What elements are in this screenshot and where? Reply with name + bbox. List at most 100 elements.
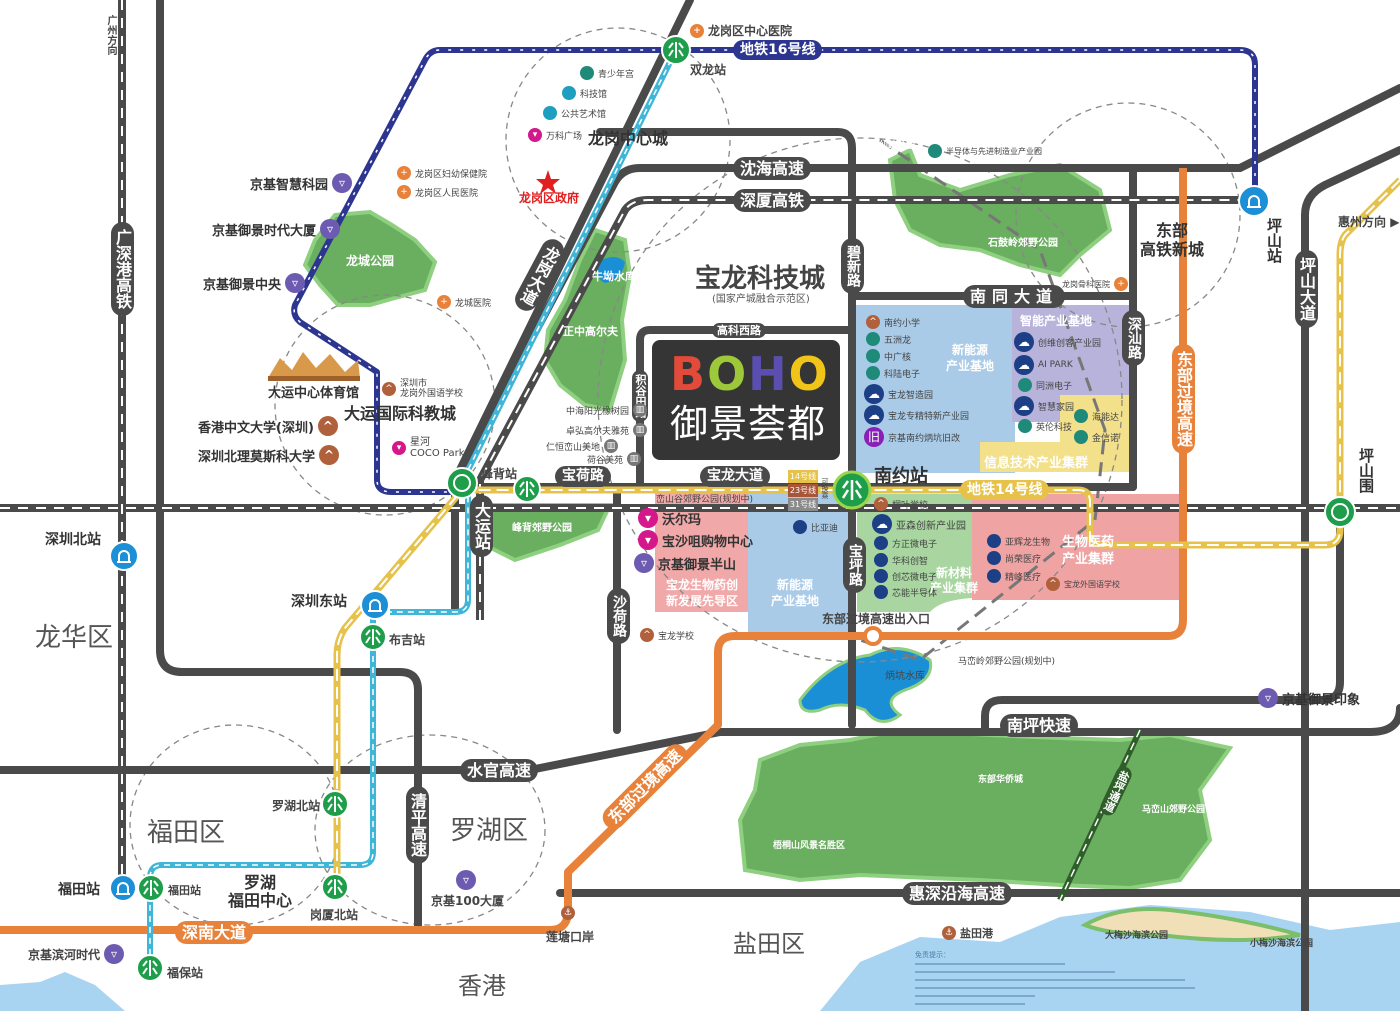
ring-luohu xyxy=(314,734,546,926)
beach-dameisha xyxy=(1080,907,1301,942)
road-west-vertical xyxy=(156,0,422,932)
zone-title-smart: 智能产业基地 xyxy=(1020,314,1093,328)
road-label-eastern-vertical: 东部过境高速 xyxy=(1172,344,1195,454)
metro-station-icon xyxy=(321,790,349,818)
poi-youth: 青少年宫 xyxy=(580,66,634,80)
station-shenzhenbei: 深圳北站 xyxy=(45,532,101,548)
zone-title-new-energy-south: 新能源 产业基地 xyxy=(771,578,820,608)
school-icon: ^ xyxy=(866,315,880,329)
road-label-pingshan: 坪山大道 xyxy=(1295,250,1318,328)
poi-jk-binhe: 京基滨河时代▿ xyxy=(28,944,125,964)
zone-item: 科陆电子 xyxy=(866,366,920,380)
jingji-logo-icon: ▿ xyxy=(320,219,341,239)
direction-huizhou: 惠州方向 ▶ xyxy=(1338,213,1399,230)
zone-title-material: 新材料 产业集群 xyxy=(930,566,979,595)
district-yantian: 盐田区 xyxy=(733,930,805,958)
factory-icon xyxy=(1074,409,1088,423)
district-hongkong: 香港 xyxy=(458,972,506,1000)
disclaimer-lines xyxy=(915,963,1195,1005)
disclaimer-title: 免责提示： xyxy=(915,951,950,959)
park-label-wutong: 梧桐山风景名胜区 xyxy=(773,841,846,851)
poi-longcheng-hosp: +龙城医院 xyxy=(437,295,491,309)
poi-jk100: 京基100大厦 xyxy=(431,894,505,908)
zone-item: ☁AI PARK xyxy=(1014,355,1073,375)
district-luohu: 罗湖区 xyxy=(450,816,529,846)
park-label-maluanshan: 马峦山郊野公园 xyxy=(1142,805,1206,815)
poi-vanke: ▾万科广场 xyxy=(528,128,582,142)
hospital-icon: + xyxy=(437,295,451,309)
industrial-park-icon: ☁ xyxy=(872,514,892,534)
factory-icon xyxy=(874,553,888,567)
station-nanyue: 南约站 xyxy=(874,466,928,487)
factory-icon xyxy=(987,569,1001,583)
zone-item: ^桐叶学校 xyxy=(874,497,928,511)
zone-item: 亚辉龙生物 xyxy=(987,534,1050,548)
metro-station-icon xyxy=(359,623,387,651)
zone-item: ☁智慧家园 xyxy=(1014,396,1074,416)
jingji-logo-icon: ▿ xyxy=(285,273,306,293)
rail-station-icon xyxy=(109,541,139,571)
museum-icon xyxy=(543,106,557,120)
exit-marker xyxy=(863,626,883,646)
district-dayun-city: 大运国际科教城 xyxy=(344,404,457,423)
poi-zhuohong: 卓弘高尔夫雅苑▥ xyxy=(566,423,648,437)
jingji-logo-icon: ▿ xyxy=(634,553,654,573)
poi-hegu: 荷谷美苑▥ xyxy=(587,452,642,466)
park-label-shiguling: 石鼓岭郊野公园 xyxy=(988,238,1058,249)
school-icon: ^ xyxy=(874,497,888,511)
arrow-right-icon: ▶ xyxy=(1386,215,1400,229)
zone-item: 海能达 xyxy=(1074,409,1119,423)
poi-jk-zhongyang: 京基御景中央▿ xyxy=(203,273,306,293)
shopping-cart-icon: ▾ xyxy=(528,128,542,142)
reservoir-label-bingkeng: 炳坑水库 xyxy=(885,671,925,682)
area-title: 宝龙科技城 xyxy=(695,264,826,294)
road-label-shenshan: 深汕路 xyxy=(1122,310,1145,366)
factory-icon xyxy=(1074,430,1088,444)
factory-icon xyxy=(1018,378,1032,392)
school-icon: ^ xyxy=(382,382,396,396)
hospital-icon: + xyxy=(690,23,704,38)
jingji-logo-icon: ▿ xyxy=(1258,688,1278,708)
metro-station-icon xyxy=(832,470,872,510)
park-label-maluanling: 马峦岭郊野公园(规划中) xyxy=(958,657,1056,667)
museum-icon xyxy=(562,86,576,100)
factory-icon xyxy=(987,551,1001,565)
factory-icon xyxy=(866,349,880,363)
poi-jk-zhihui: 京基智慧科园▿ xyxy=(250,173,353,193)
road-label-nanping: 南坪快速 xyxy=(1000,714,1079,737)
station-buji: 布吉站 xyxy=(389,633,426,647)
district-boundary xyxy=(859,138,1107,662)
station-futian-rail: 福田站 xyxy=(58,882,100,898)
road-bixin xyxy=(596,128,856,729)
poi-lg-foreign: ^深圳市 龙岗外国语学校 xyxy=(382,379,463,399)
zone-item: 芯能半导体 xyxy=(874,585,937,599)
zone-item: 方正微电子 xyxy=(874,536,937,550)
road-label-nantong: 南同大道 xyxy=(963,285,1066,308)
area-subtitle: (国家产城融合示范区) xyxy=(712,294,810,305)
factory-icon xyxy=(793,520,807,534)
rail-station-icon xyxy=(1238,185,1270,217)
road-label-baolong: 宝龙大道 xyxy=(700,466,770,487)
metro-station-icon xyxy=(136,954,164,982)
poi-bit: 深圳北理莫斯科大学^ xyxy=(198,445,340,465)
road-eastern-expressway xyxy=(0,168,1187,934)
road-label-gaokexi: 高科西路 xyxy=(712,323,766,338)
road-label-shenhai: 沈海高速 xyxy=(733,157,812,180)
station-futian-metro: 福田站 xyxy=(168,884,201,897)
zone-title-biopilot: 宝龙生物药创 新发展先导区 xyxy=(666,578,739,608)
zone-item: 创芯微电子 xyxy=(874,569,937,583)
zone-item: ☁宝龙专精特新产业园 xyxy=(864,405,969,425)
metro-station-icon xyxy=(321,873,349,901)
poi-renheng: 仁恒峦山美地▥ xyxy=(546,439,619,453)
shopping-cart-icon: ▾ xyxy=(638,530,658,550)
poi-semi: 半导体与先进制造业产业园 xyxy=(928,144,1042,158)
road-jigutian-gaokexi xyxy=(636,326,856,491)
district-futian: 福田区 xyxy=(147,818,226,848)
metro-line-16-label: 地铁16号线 xyxy=(733,40,823,60)
poi-baosha: ▾宝沙咀购物中心 xyxy=(638,530,753,550)
industrial-park-icon: ☁ xyxy=(1014,332,1034,352)
zone-it-cluster xyxy=(980,395,1132,472)
station-pingshanwei: 坪山围 xyxy=(1357,448,1375,493)
poi-byd: 比亚迪 xyxy=(793,520,838,534)
